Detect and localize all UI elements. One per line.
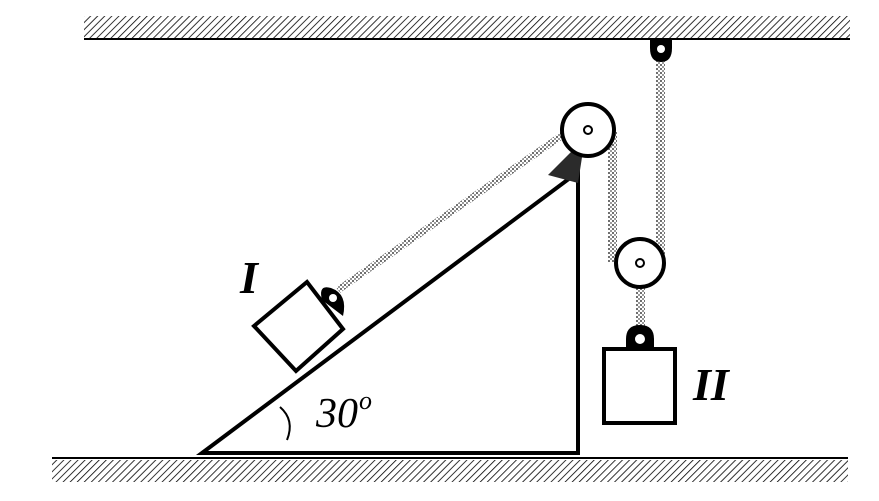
movable-pulley (614, 237, 666, 289)
floor-hatch (52, 460, 848, 482)
block-1-hook-hole (329, 294, 337, 302)
rope-incline (336, 120, 582, 293)
ceiling (84, 16, 850, 40)
angle-value: 30 (316, 391, 358, 437)
fixed-pulley (560, 102, 616, 158)
inclined-plane (195, 168, 580, 455)
block-1 (251, 279, 346, 374)
rope-left-vertical (608, 132, 617, 262)
angle-arc (279, 406, 291, 441)
wedge-outline (195, 168, 580, 455)
ceiling-hook-hole (657, 45, 665, 53)
rope-right-vertical (656, 52, 665, 262)
block-1-label: I (240, 252, 258, 303)
block-2-body (602, 347, 677, 425)
block-2 (602, 325, 677, 425)
fixed-pulley-axle (583, 125, 593, 135)
movable-pulley-axle (635, 258, 645, 268)
block-2-label: II (693, 359, 729, 410)
ceiling-hatch (84, 16, 850, 38)
block-1-body (251, 279, 346, 374)
rope-hook-link (636, 283, 645, 329)
angle-label: 30o (316, 386, 372, 437)
floor (52, 457, 848, 482)
angle-unit: o (359, 386, 372, 415)
block-2-hook-hole (635, 334, 645, 344)
